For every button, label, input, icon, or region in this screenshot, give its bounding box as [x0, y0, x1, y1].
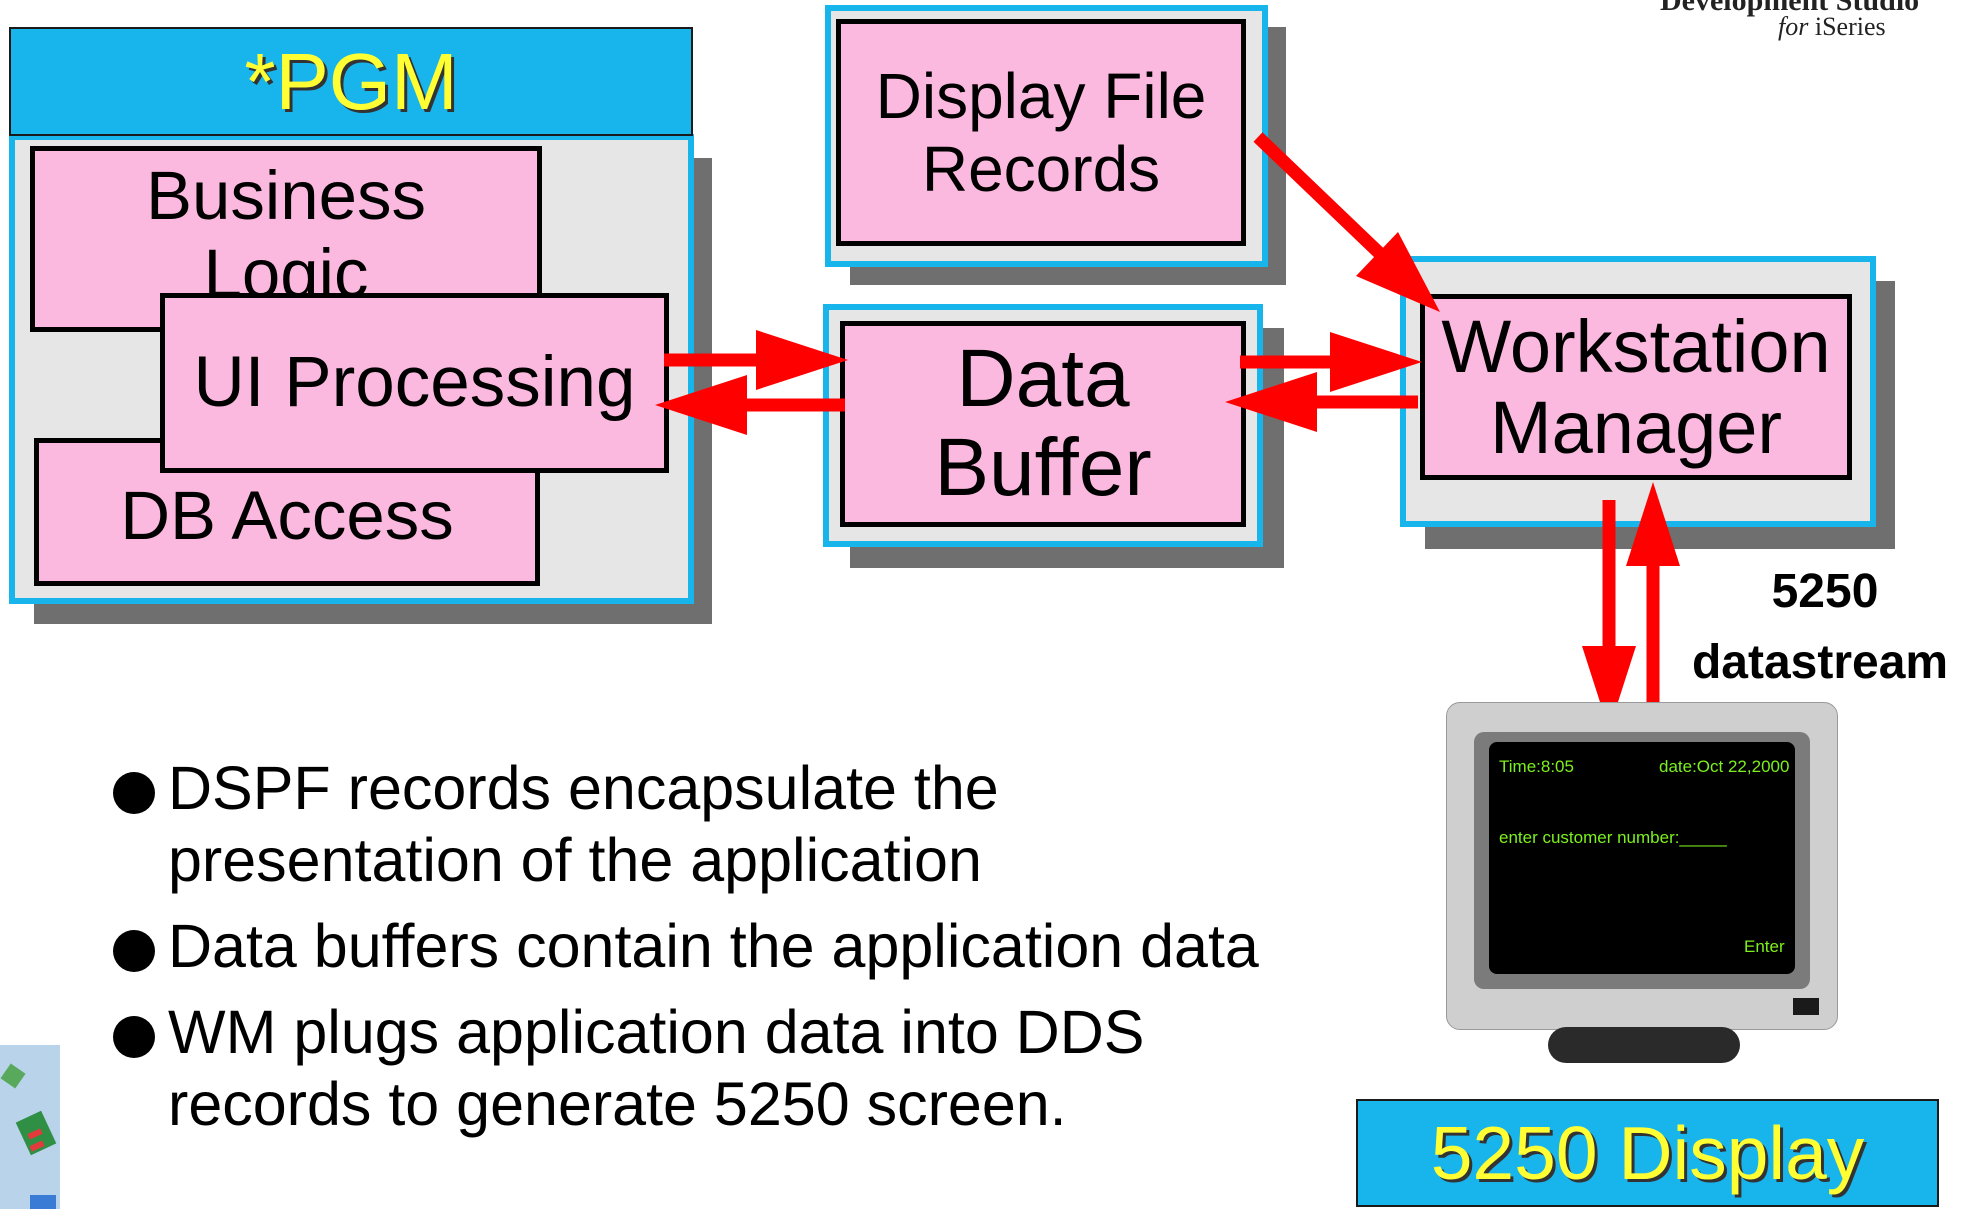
display-title: 5250 Display	[1430, 1110, 1865, 1195]
data-buffer-label: Data Buffer	[934, 333, 1152, 513]
arrow-buffer-to-ui	[655, 375, 845, 435]
bullet-item: WM plugs application data into DDS recor…	[110, 996, 1320, 1140]
arrow-workstation-to-buffer	[1225, 372, 1418, 432]
datastream-line1: 5250	[1771, 565, 1879, 618]
bullet-item: DSPF records encapsulate the presentatio…	[110, 752, 1320, 896]
terminal-time: Time:8:05	[1499, 757, 1574, 776]
data-buffer-box: Data Buffer	[840, 321, 1246, 527]
terminal-power-led	[1793, 998, 1819, 1015]
brand-name: iSeries	[1814, 12, 1886, 41]
brand-logo: Development Studio for iSeries	[1660, 0, 1975, 46]
pgm-title-bar: *PGM	[9, 27, 693, 136]
arrow-ui-to-buffer	[664, 330, 848, 390]
brand-subtitle: for iSeries	[1778, 12, 1886, 42]
ui-processing-box: UI Processing	[160, 293, 669, 473]
terminal-screen: Time:8:05 date:Oct 22,2000 enter custome…	[1489, 742, 1795, 974]
bullet-list: DSPF records encapsulate the presentatio…	[110, 752, 1320, 1154]
pgm-title: *PGM	[244, 36, 458, 126]
workstation-label: Workstation Manager	[1441, 304, 1831, 469]
arrow-workstation-to-display	[1582, 500, 1636, 730]
brand-title: Development Studio	[1660, 0, 1920, 17]
terminal-stand	[1548, 1027, 1740, 1063]
brand-for: for	[1778, 12, 1809, 41]
workstation-box: Workstation Manager	[1420, 294, 1852, 480]
display-file-box: Display File Records	[836, 19, 1246, 246]
ui-processing-label: UI Processing	[193, 342, 636, 422]
clipart-fragment	[0, 1045, 60, 1209]
arrow-buffer-to-workstation	[1240, 332, 1422, 392]
terminal-date: date:Oct 22,2000	[1659, 757, 1790, 776]
arrow-display-to-workstation	[1626, 482, 1680, 708]
bullet-item: Data buffers contain the application dat…	[110, 910, 1320, 982]
terminal-prompt: enter customer number:_____	[1499, 828, 1727, 847]
db-access-label: DB Access	[120, 477, 454, 555]
display-file-label: Display File Records	[875, 60, 1207, 205]
display-title-bar: 5250 Display	[1356, 1099, 1939, 1207]
terminal-enter-key: Enter	[1744, 937, 1785, 956]
arrow-displayfile-to-workstation	[1253, 132, 1440, 312]
datastream-label: 5250 datastream	[1670, 556, 1970, 698]
terminal-monitor: Time:8:05 date:Oct 22,2000 enter custome…	[1446, 702, 1838, 1030]
datastream-line2: datastream	[1691, 636, 1949, 689]
